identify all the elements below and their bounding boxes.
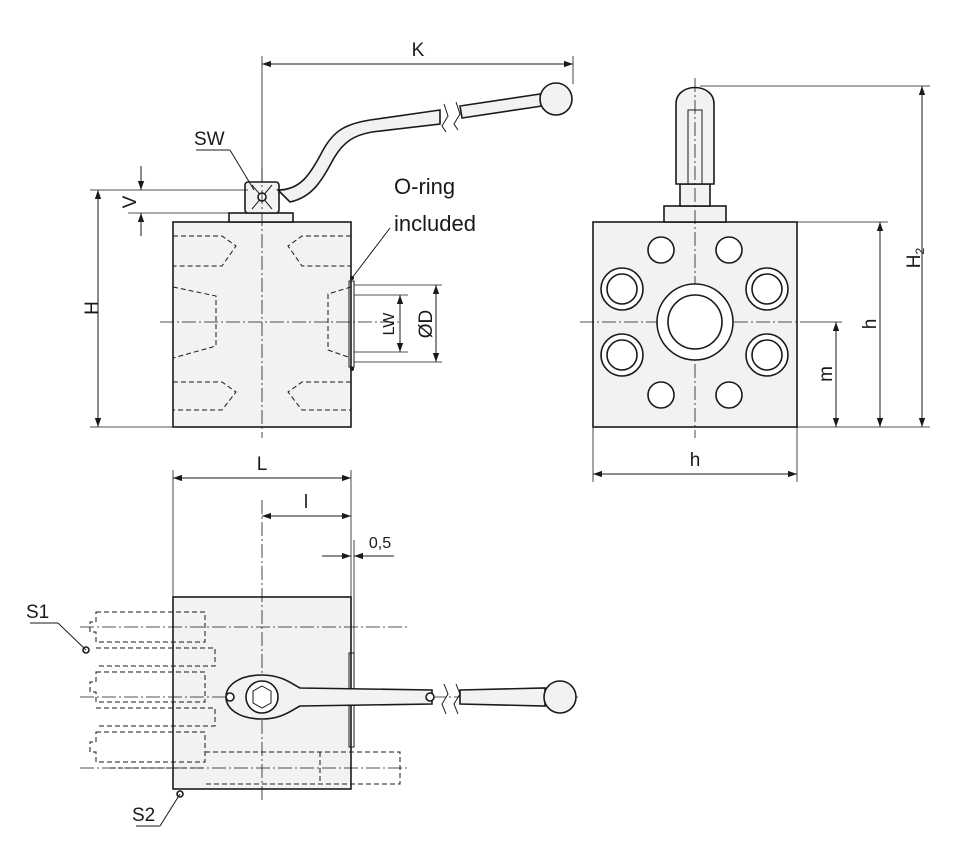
o-ring-note-line1: O-ring [394, 174, 455, 199]
dim-label-l: l [304, 492, 308, 513]
label-S1: S1 [26, 602, 49, 623]
label-S2: S2 [132, 805, 155, 826]
handle-lever-top [225, 674, 433, 720]
central-bore-inner [667, 294, 723, 350]
stem-hex-top [245, 680, 279, 714]
dim-label-h-vertical: h [860, 319, 881, 330]
handle-knob-top [543, 680, 577, 714]
dim-label-K: K [412, 40, 425, 61]
front-view [160, 82, 573, 438]
top-view [80, 500, 580, 800]
stem-flange [228, 212, 294, 223]
o-ring-note-line2: included [394, 211, 476, 236]
handle-knob-front [539, 82, 573, 116]
side-view [580, 78, 812, 438]
dim-label-h-horizontal: h [690, 450, 701, 471]
dim-label-H2: H2 [904, 247, 927, 268]
front-dimensions: K SW V H O-ring included LW ØD [82, 40, 574, 428]
dim-label-H: H [82, 301, 103, 315]
dim-label-LW: LW [381, 312, 398, 336]
dim-label-m: m [816, 366, 837, 382]
side-dimensions: H2 h m h [592, 85, 930, 482]
dim-label-V: V [120, 195, 141, 208]
dim-label-gap: 0,5 [369, 535, 391, 552]
handle-lever-front [276, 109, 441, 203]
top-dimensions: L l 0,5 S1 S2 [26, 454, 394, 827]
dim-label-D: ØD [416, 310, 437, 339]
dim-label-L: L [257, 454, 268, 475]
dim-label-SW: SW [194, 129, 225, 150]
